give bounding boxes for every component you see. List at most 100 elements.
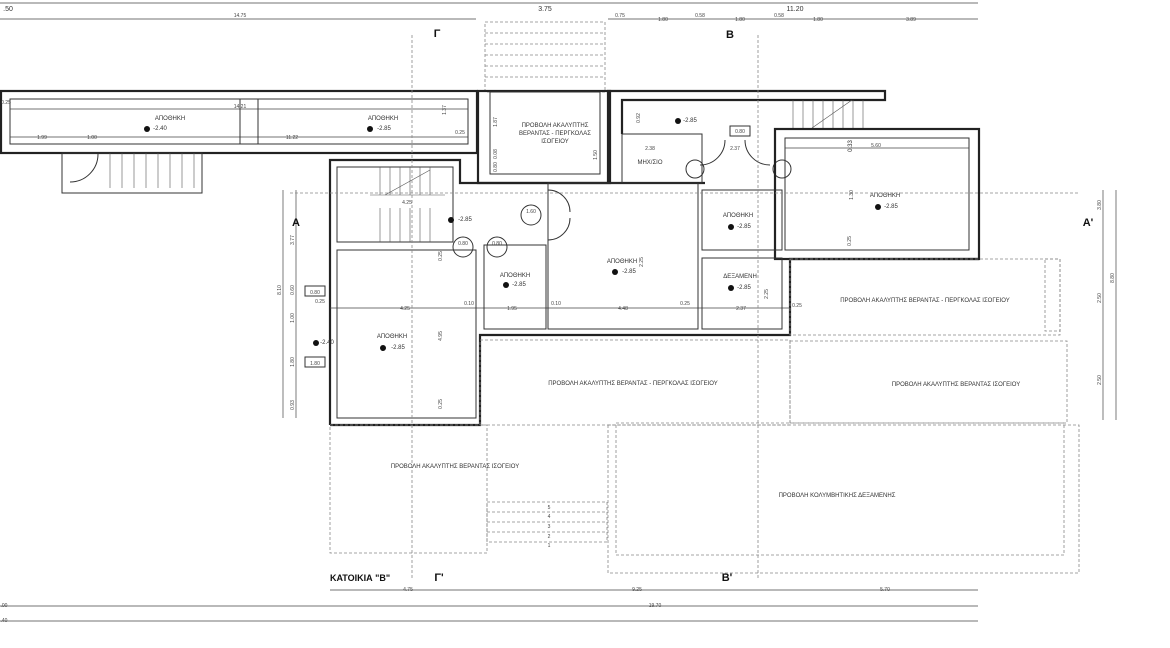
label-text: ΒΕΡΑΝΤΑΣ - ΠΕΡΓΚΟΛΑΣ: [519, 131, 591, 137]
opening-tag-icon: [520, 204, 542, 226]
label-text: 1.50: [593, 150, 599, 160]
label-text: 1.30: [849, 190, 855, 200]
label-text: 2.50: [1097, 375, 1103, 385]
label-text: 0.08: [493, 149, 499, 159]
label-text: 1: [548, 543, 551, 549]
level-marker-icon: [612, 269, 618, 275]
label-text: 0.80: [458, 241, 468, 247]
opening-tag-icon: [685, 159, 705, 179]
label-text: 4.25: [402, 200, 412, 206]
label-text: 1.95: [507, 306, 517, 312]
label-text: ΠΡΟΒΟΛΗ ΚΟΛΥΜΒΗΤΙΚΗΣ ΔΕΞΑΜΕΝΗΣ: [779, 493, 896, 499]
label-text: 1.00: [87, 135, 97, 141]
bottom-dimensions: 4.75 9.25 5.70 19.70 .00 .40: [0, 587, 978, 624]
label-text: 0.58: [774, 13, 784, 19]
label-text: -2.85: [391, 345, 405, 351]
door-swing-icon: [547, 189, 571, 213]
door-swing-icon: [69, 153, 99, 183]
label-text: -2.85: [737, 285, 751, 291]
label-text: Γ': [434, 572, 444, 584]
label-text: 0.25: [438, 251, 444, 261]
label-text: ΠΡΟΒΟΛΗ ΑΚΑΛΥΠΤΗΣ: [522, 123, 589, 129]
bottom-stair: 5 4 3 2 1: [486, 501, 608, 549]
label-text: -2.85: [884, 204, 898, 210]
label-text: 0.93: [290, 400, 296, 410]
label-text: 11.20: [787, 6, 804, 13]
room-label: ΑΠΟΘΗΚΗ: [870, 193, 900, 199]
opening-tag-icon: [486, 236, 508, 258]
label-text: 1.80: [290, 357, 296, 367]
label-text: 1.80: [658, 17, 668, 23]
label-text: 0.58: [695, 13, 705, 19]
label-text: 2.38: [645, 146, 655, 152]
room-label: ΑΠΟΘΗΚΗ: [377, 334, 407, 340]
label-text: -2.40: [153, 126, 167, 132]
label-text: 2.25: [764, 289, 770, 299]
label-text: -2.40: [320, 340, 334, 346]
label-text: 1.60: [526, 209, 536, 215]
label-text: 5.70: [880, 587, 890, 593]
label-text: 0.25: [455, 130, 465, 136]
label-text: 1.87: [493, 117, 499, 127]
label-text: 0.80: [310, 290, 320, 296]
opening-tag-icon: [452, 236, 474, 258]
label-text: ΠΡΟΒΟΛΗ ΑΚΑΛΥΠΤΗΣ ΒΕΡΑΝΤΑΣ - ΠΕΡΓΚΟΛΑΣ Ι…: [548, 381, 718, 387]
label-text: 0.10: [551, 301, 561, 307]
level-marker-icon: [313, 340, 319, 346]
label-text: -2.85: [458, 217, 472, 223]
label-text: ΠΡΟΒΟΛΗ ΑΚΑΛΥΠΤΗΣ ΒΕΡΑΝΤΑΣ ΙΣΟΓΕΙΟΥ: [892, 382, 1021, 388]
level-marker-icon: [367, 126, 373, 132]
label-text: Α: [292, 217, 300, 229]
right-storage-room: 5.60 0.33 ΑΠΟΘΗΚΗ -2.85 1.30 0.25: [773, 127, 981, 261]
label-text: ΠΡΟΒΟΛΗ ΑΚΑΛΥΠΤΗΣ ΒΕΡΑΝΤΑΣ ΙΣΟΓΕΙΟΥ: [391, 464, 520, 470]
label-text: 8.10: [277, 285, 283, 295]
label-text: 2.25: [639, 257, 645, 267]
label-text: Β: [726, 29, 734, 41]
label-text: 2.37: [736, 306, 746, 312]
level-marker-icon: [728, 285, 734, 291]
label-text: ΙΣΟΓΕΙΟΥ: [541, 139, 569, 145]
label-text: 11.22: [286, 135, 298, 141]
label-text: 3.80: [1097, 200, 1103, 210]
label-text: 0.92: [636, 113, 642, 123]
label-text: 0.33: [848, 140, 854, 152]
label-text: 0.60: [290, 285, 296, 295]
label-text: 4.95: [438, 331, 444, 341]
drawing-title: ΚΑΤΟΙΚΙΑ "Β": [330, 573, 390, 583]
label-text: 0.80: [735, 129, 745, 135]
label-text: Γ: [434, 28, 441, 40]
label-text: 0.25: [315, 299, 325, 305]
label-text: 3.89: [906, 17, 916, 23]
label-text: 1.99: [37, 135, 47, 141]
level-marker-icon: [144, 126, 150, 132]
label-text: ΠΡΟΒΟΛΗ ΑΚΑΛΥΠΤΗΣ ΒΕΡΑΝΤΑΣ - ΠΕΡΓΚΟΛΑΣ Ι…: [840, 298, 1010, 304]
level-marker-icon: [875, 204, 881, 210]
label-text: 2.37: [730, 146, 740, 152]
label-text: 19.70: [649, 603, 662, 609]
label-text: 1.80: [813, 17, 823, 23]
level-marker-icon: [675, 118, 681, 124]
room-label: ΔΕΞΑΜΕΝΗ: [723, 274, 757, 280]
door-swing-icon: [547, 217, 571, 241]
label-text: 0.10: [464, 301, 474, 307]
right-dimensions: 3.80 2.50 2.50 8.80: [1097, 190, 1117, 420]
label-text: 0.25: [792, 303, 802, 309]
left-dimensions: 8.10 3.77 0.60 1.00 1.80 0.93 0.25 0.80 …: [277, 190, 326, 418]
veranda-pergola-box: ΠΡΟΒΟΛΗ ΑΚΑΛΥΠΤΗΣ ΒΕΡΑΝΤΑΣ - ΠΕΡΓΚΟΛΑΣ Ι…: [476, 89, 612, 185]
left-storage-wing: 14.21 1.99 1.00 11.22 0.25 1.37 0.25 ΑΠΟ…: [0, 89, 479, 194]
level-marker-icon: [503, 282, 509, 288]
door-swing-icon: [744, 139, 771, 166]
label-text: 14.75: [234, 13, 247, 19]
label-text: -2.85: [622, 269, 636, 275]
label-text: 8.80: [1110, 273, 1116, 283]
level-marker-icon: [380, 345, 386, 351]
level-marker-icon: [448, 217, 454, 223]
room-label: ΑΠΟΘΗΚΗ: [368, 116, 398, 122]
label-text: -2.85: [737, 224, 751, 230]
label-text: 4.25: [400, 306, 410, 312]
label-text: 3.77: [290, 235, 296, 245]
label-text: 0.25: [1, 100, 11, 106]
label-text: 2.50: [1097, 293, 1103, 303]
label-text: 4.48: [618, 306, 628, 312]
